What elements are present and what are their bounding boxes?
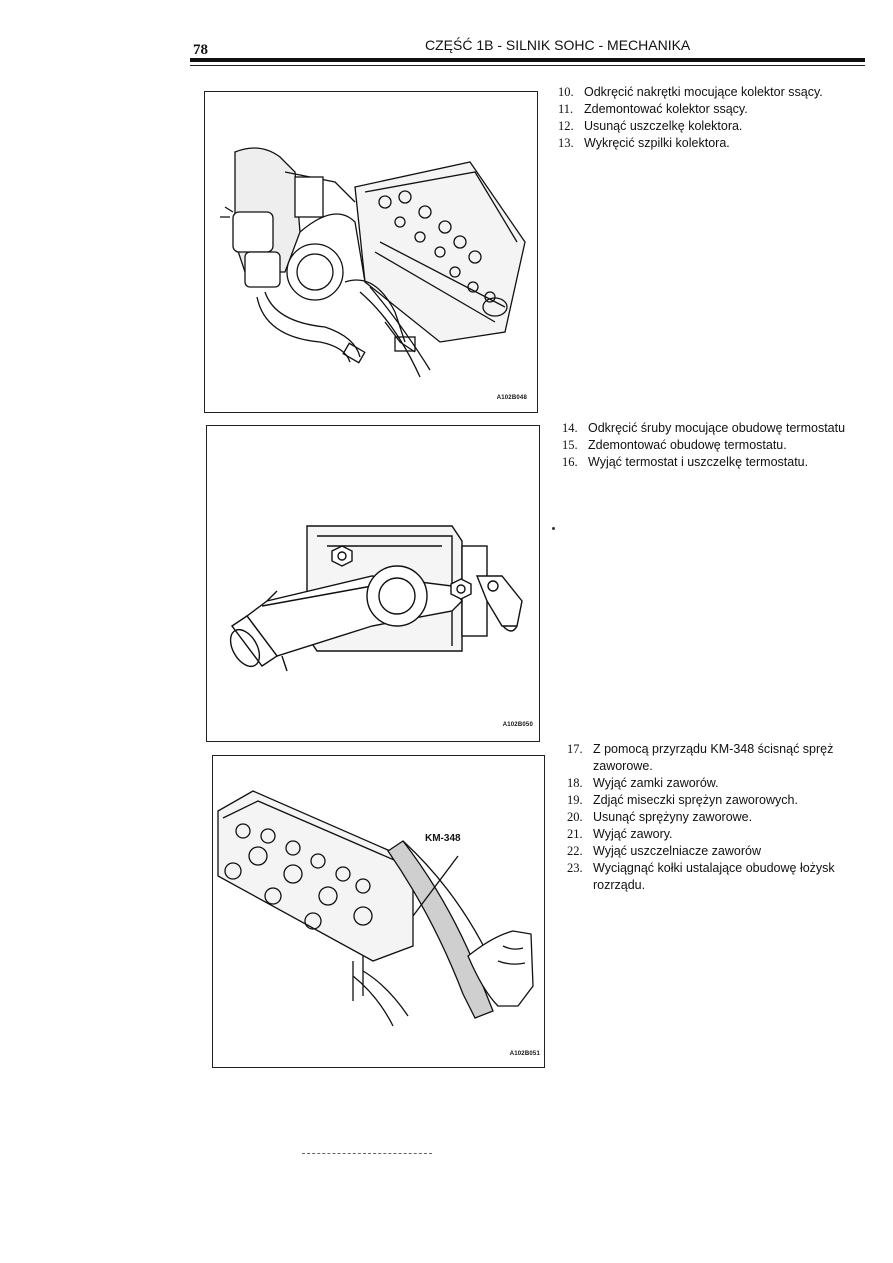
step-14: 14.Odkręcić śruby mocujące obudowę termo… xyxy=(562,421,846,435)
figure-intake-manifold: A102B048 xyxy=(204,91,538,413)
step-22: 22.Wyjąć uszczelniacze zaworów xyxy=(567,844,761,858)
step-15: 15.Zdemontować obudowę termostatu. xyxy=(562,438,787,452)
figure-code: A102B051 xyxy=(509,1051,540,1057)
figure-code: A102B048 xyxy=(496,395,527,401)
steps-list-2: 14.Odkręcić śruby mocujące obudowę termo… xyxy=(562,420,873,471)
step-12: 12.Usunąć uszczelkę kolektora. xyxy=(558,119,743,133)
figure-valve-compressor: KM-348 A102B051 xyxy=(212,755,545,1068)
engine-illustration xyxy=(220,147,526,378)
step-17: 17.Z pomocą przyrządu KM-348 ścisnąć spr… xyxy=(567,742,834,756)
step-13: 13.Wykręcić szpilki kolektora. xyxy=(558,136,730,150)
figure-thermostat-housing: A102B050 xyxy=(206,425,540,742)
step-17-continuation: zaworowe. xyxy=(593,759,653,773)
steps-list-3: 17.Z pomocą przyrządu KM-348 ścisnąć spr… xyxy=(567,741,873,894)
steps-list-1: 10.Odkręcić nakrętki mocujące kolektor s… xyxy=(558,84,823,152)
step-19: 19.Zdjąć miseczki sprężyn zaworowych. xyxy=(567,793,798,807)
step-23: 23.Wyciągnąć kołki ustalające obudowę ło… xyxy=(567,861,835,875)
cylinder-head-illustration xyxy=(217,790,534,1027)
step-11: 11.Zdemontować kolektor ssący. xyxy=(558,102,748,116)
header-rule xyxy=(190,58,865,62)
step-21: 21.Wyjąć zawory. xyxy=(567,827,673,841)
tool-label: KM-348 xyxy=(425,833,461,844)
header-rule-thin xyxy=(190,65,865,66)
step-16: 16.Wyjąć termostat i uszczelkę termostat… xyxy=(562,455,809,469)
scan-speck xyxy=(552,527,555,530)
scan-artifact-line xyxy=(302,1153,432,1154)
step-20: 20.Usunąć sprężyny zaworowe. xyxy=(567,810,753,824)
step-18: 18.Wyjąć zamki zaworów. xyxy=(567,776,719,790)
thermostat-illustration xyxy=(229,525,523,672)
step-10: 10.Odkręcić nakrętki mocujące kolektor s… xyxy=(558,85,823,99)
page-number: 78 xyxy=(193,42,208,58)
figure-code: A102B050 xyxy=(502,722,533,728)
page-title: CZĘŚĆ 1B - SILNIK SOHC - MECHANIKA xyxy=(425,37,691,53)
step-23-continuation: rozrządu. xyxy=(593,878,646,892)
